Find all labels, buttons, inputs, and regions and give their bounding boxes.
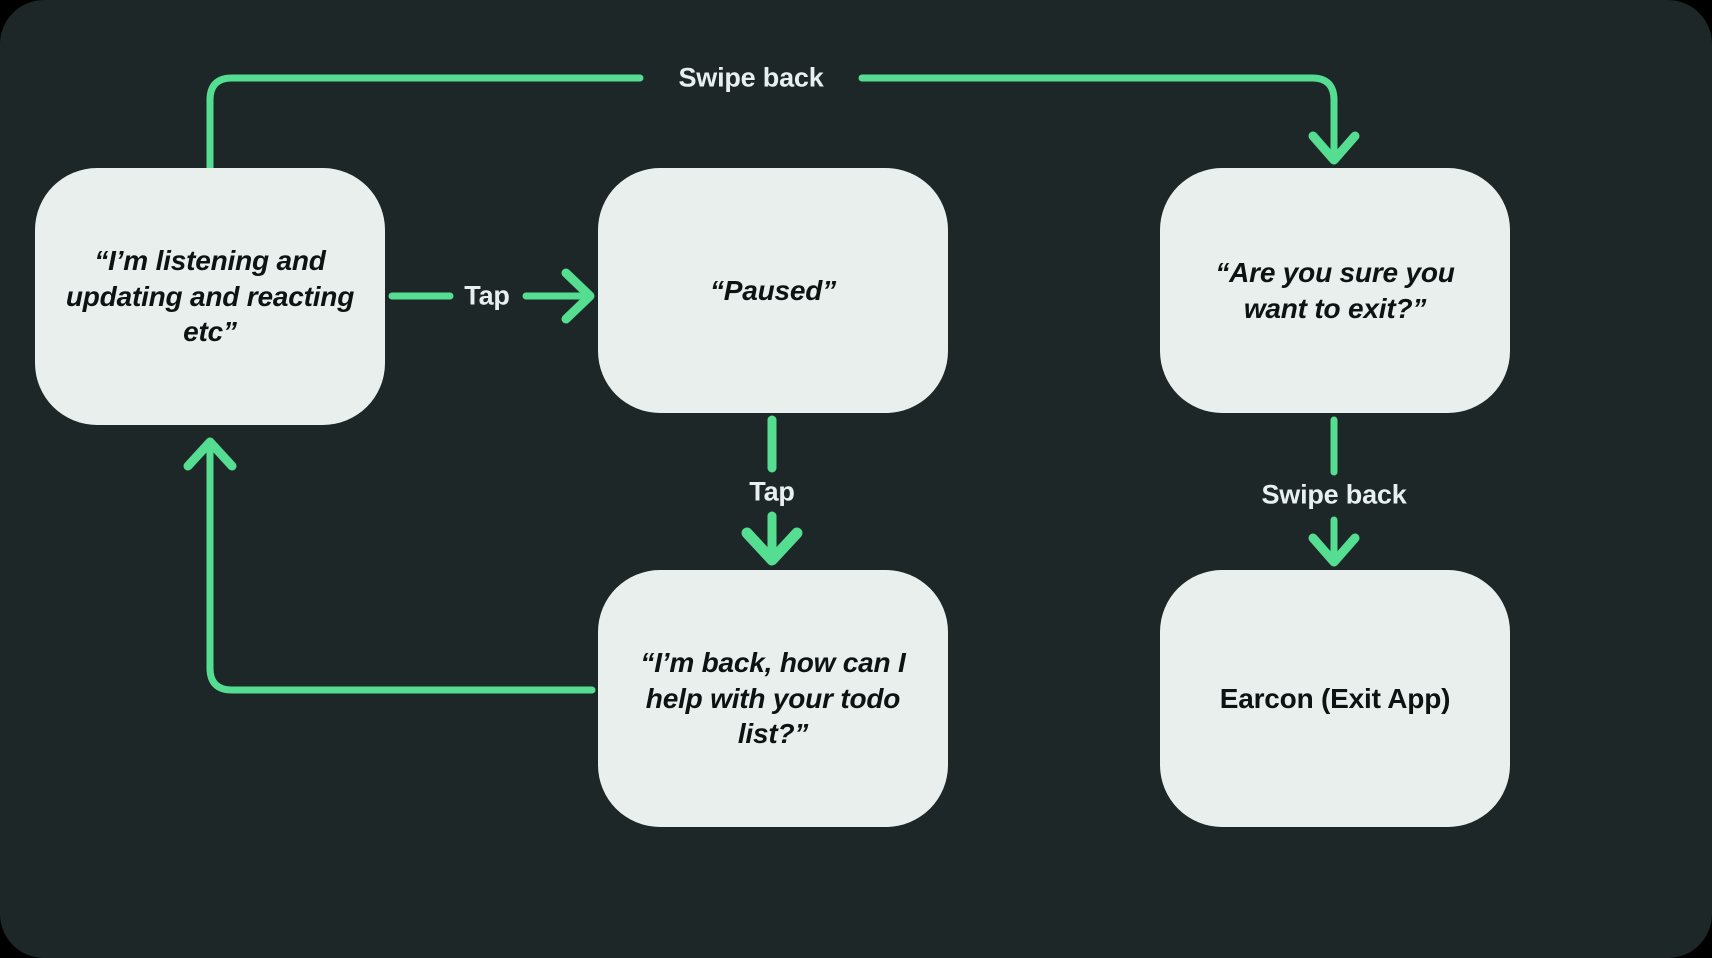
node-earcon-exit-app[interactable]: Earcon (Exit App) bbox=[1160, 570, 1510, 827]
node-confirm-exit-label: “Are you sure you want to exit?” bbox=[1215, 256, 1455, 324]
node-paused-label: “Paused” bbox=[710, 274, 836, 306]
node-listening[interactable]: “I’m listening and updating and reacting… bbox=[35, 168, 385, 425]
edge-label-tap-listening-to-paused: Tap bbox=[464, 280, 510, 311]
node-back[interactable]: “I’m back, how can I help with your todo… bbox=[598, 570, 948, 827]
node-listening-label: “I’m listening and updating and reacting… bbox=[65, 244, 355, 348]
edge-label-tap-paused-to-back: Tap bbox=[749, 476, 795, 507]
node-paused[interactable]: “Paused” bbox=[598, 168, 948, 413]
edge-label-swipe-back-confirm-to-earcon: Swipe back bbox=[1261, 479, 1407, 510]
node-confirm-exit[interactable]: “Are you sure you want to exit?” bbox=[1160, 168, 1510, 413]
edge-label-swipe-back-top: Swipe back bbox=[678, 62, 824, 93]
node-earcon-exit-app-label: Earcon (Exit App) bbox=[1219, 682, 1451, 714]
edge-back-to-listening bbox=[183, 437, 596, 694]
node-back-label: “I’m back, how can I help with your todo… bbox=[640, 646, 906, 750]
